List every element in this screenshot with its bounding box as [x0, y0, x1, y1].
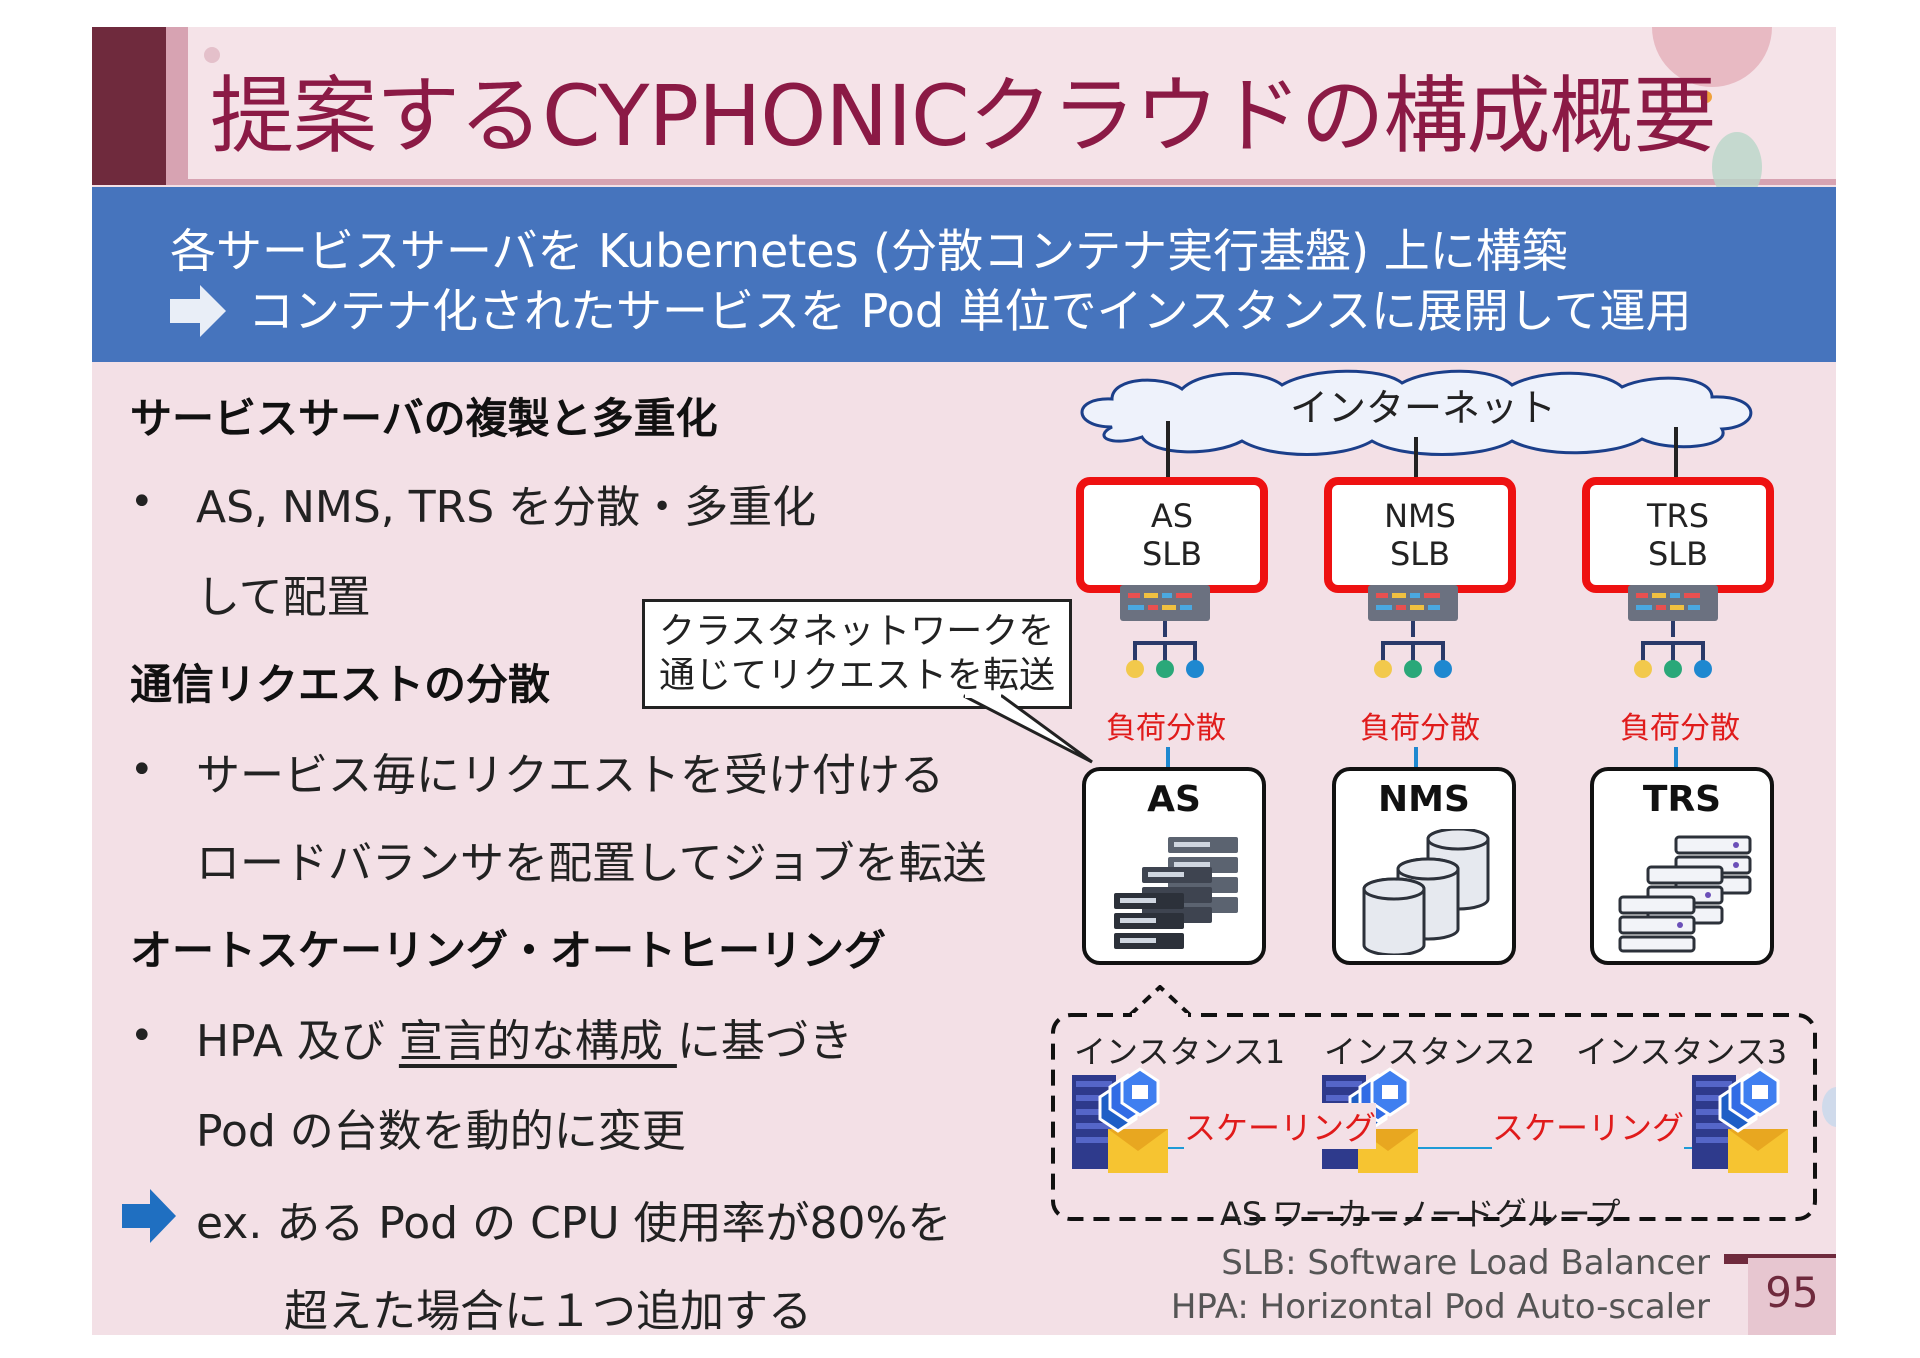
- s3-line1-c: に基づき: [676, 1016, 853, 1067]
- bullet-dot: •: [130, 747, 154, 793]
- load-balancer-icon: [1120, 585, 1210, 678]
- slb-label: TRS: [1646, 497, 1710, 535]
- service-label-trs: TRS: [1642, 779, 1722, 820]
- s2-bullet-line2: ロードバランサを配置してジョブを転送: [196, 838, 987, 889]
- callout-line1: クラスタネットワークを: [659, 611, 1055, 652]
- kubernetes-node-icon: [1072, 1067, 1168, 1173]
- slb-box-as: AS SLB: [1076, 477, 1268, 593]
- load-balancer-icon: [1628, 585, 1718, 678]
- worker-group-label: AS ワーカーノードグループ: [1220, 1195, 1621, 1233]
- instance-connector: [1152, 1147, 1732, 1149]
- page-number-box: [1748, 1258, 1836, 1335]
- slb-label: NMS: [1384, 497, 1456, 535]
- service-box-as: AS: [1082, 767, 1266, 965]
- scaling-label-2: スケーリング: [1492, 1103, 1685, 1149]
- callout-line2: 通じてリクエストを転送: [659, 655, 1056, 696]
- instance-label-2: インスタンス2: [1324, 1033, 1536, 1071]
- scaling-label-1: スケーリング: [1184, 1103, 1377, 1149]
- section-heading-replication: サービスサーバの複製と多重化: [130, 394, 718, 443]
- connector-line: [1166, 421, 1170, 477]
- example-line1: ex. ある Pod の CPU 使用率が80%を: [196, 1198, 952, 1249]
- instance-label-3: インスタンス3: [1576, 1033, 1788, 1071]
- title-accent: [92, 27, 166, 185]
- load-balance-label: 負荷分散: [1620, 711, 1740, 746]
- connector-line: [1674, 747, 1678, 767]
- service-label-as: AS: [1147, 779, 1201, 820]
- s1-bullet-line2: して配置: [196, 572, 371, 623]
- summary-line-2: コンテナ化されたサービスを Pod 単位でインスタンスに展開して運用: [248, 284, 1692, 338]
- title-accent-light: [166, 27, 188, 185]
- example-line2: 超えた場合に１つ追加する: [284, 1286, 812, 1335]
- server-stack-icon: [1618, 835, 1752, 953]
- service-box-trs: TRS: [1590, 767, 1774, 965]
- worker-group-border: [1051, 985, 1817, 1221]
- callout-cluster-network: クラスタネットワークを 通じてリクエストを転送: [642, 599, 1073, 709]
- slb-label: SLB: [1141, 535, 1203, 573]
- title-underline: [188, 179, 1836, 185]
- s3-bullet-line1: HPA 及び 宣言的な構成 に基づき: [196, 1005, 853, 1069]
- s3-bullet-line2: Pod の台数を動的に変更: [196, 1106, 686, 1157]
- arrow-right-icon: [122, 1189, 176, 1243]
- footnote-hpa: HPA: Horizontal Pod Auto-scaler: [1170, 1287, 1710, 1327]
- slb-box-nms: NMS SLB: [1324, 477, 1516, 593]
- server-rack-icon: [1114, 837, 1238, 949]
- slide: 提案するCYPHONICクラウドの構成概要 各サービスサーバを Kubernet…: [92, 27, 1836, 1335]
- internet-label: インターネット: [1290, 386, 1557, 430]
- slb-label: AS: [1150, 497, 1194, 535]
- summary-band: 各サービスサーバを Kubernetes (分散コンテナ実行基盤) 上に構築 コ…: [92, 187, 1836, 362]
- bullet-dot: •: [130, 479, 154, 525]
- decor-circle-right: [1822, 1087, 1836, 1127]
- slb-box-trs: TRS SLB: [1582, 477, 1774, 593]
- page-number: 95: [1765, 1268, 1819, 1317]
- slb-label: SLB: [1389, 535, 1451, 573]
- summary-line-1: 各サービスサーバを Kubernetes (分散コンテナ実行基盤) 上に構築: [170, 224, 1568, 278]
- connector-line: [1166, 747, 1170, 767]
- connector-line: [1674, 427, 1678, 477]
- title-bar: [92, 27, 1836, 185]
- declarative-config: 宣言的な構成: [398, 1016, 677, 1067]
- bullet-dot: •: [130, 1013, 154, 1059]
- instance-label-1: インスタンス1: [1074, 1033, 1286, 1071]
- decor-dot-orange: [1700, 91, 1712, 103]
- kubernetes-node-icon: [1692, 1067, 1788, 1173]
- decor-circle-left: [204, 47, 220, 63]
- service-label-nms: NMS: [1378, 779, 1470, 820]
- load-balance-label: 負荷分散: [1360, 711, 1480, 746]
- callout-tail: [963, 692, 1093, 764]
- load-balancer-icon: [1368, 585, 1458, 678]
- connector-line: [1414, 437, 1418, 477]
- s3-line1-a: HPA 及び: [196, 1016, 399, 1067]
- connector-line: [1414, 747, 1418, 767]
- cloud-icon: [1080, 369, 1753, 456]
- s1-bullet-line1: AS, NMS, TRS を分散・多重化: [196, 482, 817, 533]
- s2-bullet-line1: サービス毎にリクエストを受け付ける: [196, 750, 944, 801]
- arrow-right-icon: [170, 285, 226, 337]
- page-title: 提案するCYPHONICクラウドの構成概要: [210, 67, 1717, 165]
- section-heading-autoscaling: オートスケーリング・オートヒーリング: [130, 926, 887, 975]
- footnote-slb: SLB: Software Load Balancer: [1221, 1243, 1710, 1283]
- service-box-nms: NMS: [1332, 767, 1516, 965]
- database-icon: [1362, 829, 1490, 955]
- section-heading-distribution: 通信リクエストの分散: [130, 660, 551, 709]
- load-balance-label: 負荷分散: [1106, 711, 1226, 746]
- slb-label: SLB: [1647, 535, 1709, 573]
